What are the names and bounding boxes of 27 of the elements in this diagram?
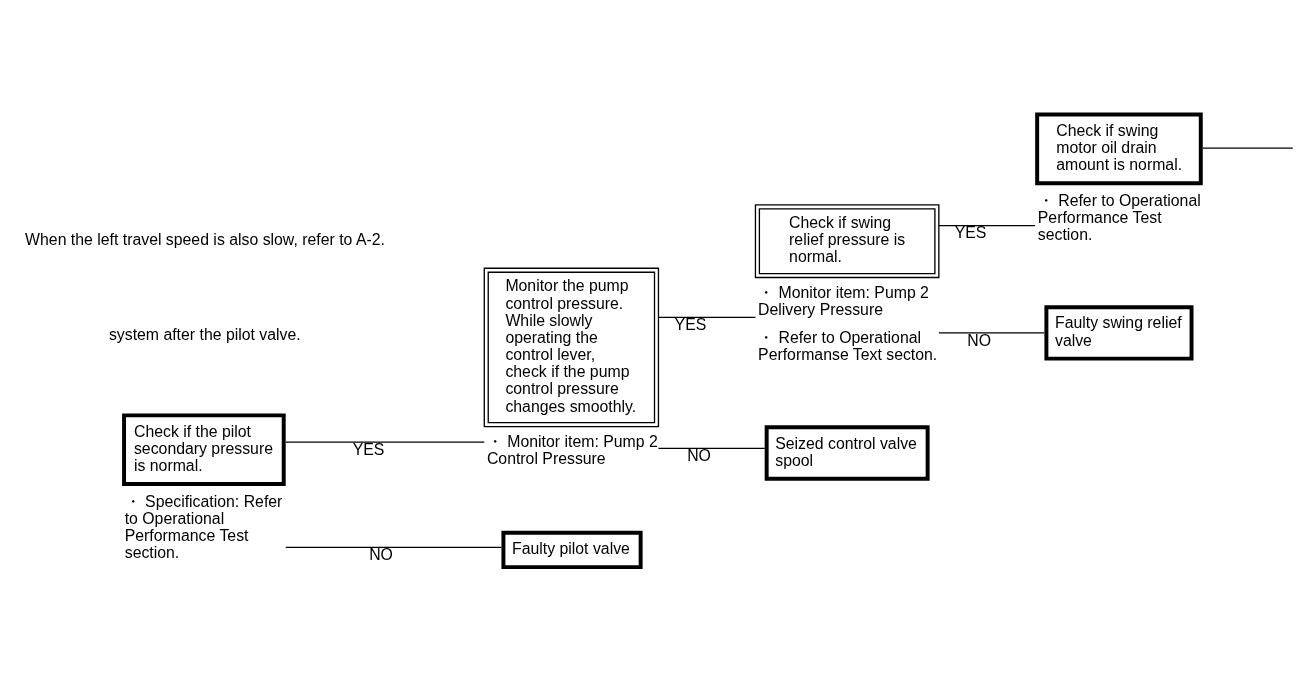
- node-label: ・ Specification: Refer to Operational Performance Test section.: [124, 492, 283, 561]
- connector: [1202, 147, 1294, 149]
- node-label: ・ Refer to Operational Performanse Text secton.: [758, 328, 938, 363]
- edge-label: YES: [954, 223, 987, 241]
- edge-label: YES: [674, 315, 707, 333]
- node-box: Faulty swing relief valve: [1044, 304, 1194, 361]
- label: When the left travel speed is also slow, refer to A-2.: [25, 230, 385, 248]
- edge-label: NO: [687, 446, 711, 464]
- node-label: ・ Refer to Operational Performance Test section.: [1037, 191, 1201, 243]
- node-box: Seized control valve spool: [764, 424, 930, 481]
- node-box: Check if swing relief pressure is normal.: [754, 203, 940, 278]
- connector: [285, 440, 485, 443]
- edge-label: NO: [369, 545, 393, 563]
- node-label: ・ Monitor item: Pump 2 Control Pressure: [486, 432, 658, 467]
- connector: [657, 316, 757, 318]
- connector: [657, 447, 766, 449]
- edge-label: NO: [967, 331, 991, 349]
- edge-label: YES: [352, 440, 385, 458]
- connector: [285, 546, 503, 548]
- connector: [938, 331, 1046, 334]
- node-box: Check if the pilot secondary pressure is normal.: [122, 412, 286, 486]
- connector: [938, 224, 1036, 226]
- label: system after the pilot valve.: [108, 325, 301, 343]
- node-box: Monitor the pump control pressure. While slowly operating the control lever, check if the pump control pressure changes smoothly.: [483, 267, 660, 427]
- node-box: Faulty pilot valve: [501, 530, 643, 569]
- node-box: Check if swing motor oil drain amount is normal.: [1035, 112, 1203, 185]
- node-label: ・ Monitor item: Pump 2 Delivery Pressure: [758, 283, 929, 318]
